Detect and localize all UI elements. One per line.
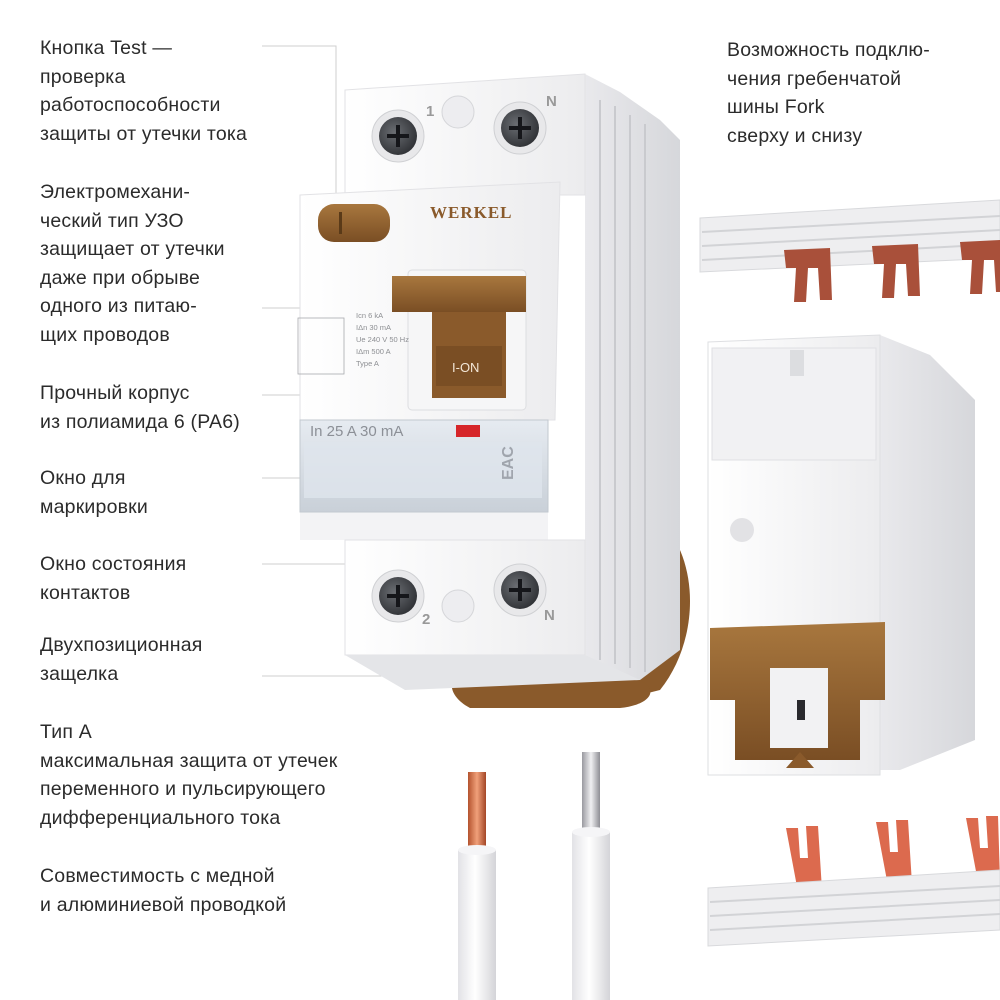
- fork-pin-top-1: [784, 248, 832, 302]
- busbar-top-body: [699, 199, 1000, 273]
- spec-line-1: Icn 6 kA: [356, 311, 383, 320]
- copper-cable-end: [458, 845, 496, 855]
- terminal-label-top-left: 1: [426, 103, 434, 120]
- label-electromechanical: Электромехани- ческий тип УЗО защищает о…: [40, 181, 225, 346]
- label-type-a: Тип А максимальная защита от утечек пере…: [40, 721, 338, 829]
- test-hole-bottom: [441, 589, 475, 623]
- leader-test: [262, 45, 337, 208]
- rear-top-slot: [790, 350, 804, 376]
- fork-busbar-top: [699, 199, 1000, 302]
- marking-text: In 25 A 30 mA: [310, 423, 403, 440]
- rear-hole: [730, 518, 754, 542]
- copper-cable-insulation: [458, 850, 496, 1000]
- aluminium-cable-end: [572, 827, 610, 837]
- test-button[interactable]: [318, 204, 390, 242]
- spec-line-3: Ue 240 V 50 Hz: [356, 335, 409, 344]
- spec-line-4: IΔm 500 A: [356, 347, 391, 356]
- cables: [458, 752, 610, 1000]
- fork-pin-top-2: [872, 244, 920, 298]
- rear-clip-arrow: [786, 752, 814, 768]
- rear-clip-slot: [797, 700, 805, 720]
- marking-strip: [304, 442, 542, 498]
- rcd-rear-view: [707, 334, 975, 776]
- switch-label: I-ON: [452, 360, 479, 375]
- circuit-diagram: [297, 317, 345, 375]
- aluminium-cable-insulation: [572, 832, 610, 1000]
- din-clip-bottom: [451, 680, 651, 708]
- terminal-label-top-right: N: [546, 93, 557, 110]
- terminal-label-bottom-right: N: [544, 607, 555, 624]
- fork-pin-top-3: [960, 240, 1000, 294]
- label-body: Прочный корпус из полиамида 6 (PA6): [40, 382, 240, 433]
- busbar-bottom-ribs: [709, 885, 1000, 931]
- fork-pin-bottom-2: [876, 820, 912, 886]
- toggle-lever-top[interactable]: [392, 276, 526, 312]
- bottom-base: [345, 655, 640, 690]
- label-test-button: Кнопка Test — проверка работоспособности…: [40, 37, 248, 145]
- rear-side: [880, 335, 975, 770]
- copper-conductor: [468, 772, 486, 854]
- spec-print: Icn 6 kA IΔn 30 mA Ue 240 V 50 Hz IΔm 50…: [297, 311, 409, 375]
- fork-pin-bottom-1: [786, 826, 822, 892]
- label-latch: Двухпозиционная защелка: [40, 634, 203, 685]
- label-contact-window: Окно состояния контактов: [40, 553, 187, 604]
- fork-busbar-bottom: [707, 816, 1000, 947]
- toggle-lever-face: [436, 346, 502, 386]
- spec-line-2: IΔn 30 mA: [356, 323, 391, 332]
- contact-state-indicator: [456, 425, 480, 437]
- busbar-top-ribs: [701, 215, 1000, 261]
- screw-slot-top-left: [387, 125, 409, 147]
- screw-slot-bottom-right: [509, 579, 531, 601]
- test-hole-top: [441, 95, 475, 129]
- screw-slot-top-right: [509, 117, 531, 139]
- label-marking-window: Окно для маркировки: [40, 467, 148, 518]
- cert-mark: EAC: [500, 446, 517, 480]
- device-side: [585, 74, 680, 680]
- test-button-line: [339, 212, 342, 234]
- label-fork: Возможность подклю- чения гребенчатой ши…: [727, 39, 930, 147]
- rcd-device: 1 N WERKEL I-ON Icn 6 kA IΔn 30 mA Ue 24…: [297, 73, 690, 708]
- fork-pin-bottom-3: [966, 816, 1000, 882]
- label-compatibility: Совместимость с медной и алюминиевой про…: [40, 865, 287, 916]
- terminal-label-bottom-left: 2: [422, 611, 430, 628]
- device-side-ribs: [599, 100, 646, 672]
- brand-logo: WERKEL: [430, 203, 513, 222]
- aluminium-conductor: [582, 752, 600, 836]
- screw-slot-bottom-left: [387, 585, 409, 607]
- spec-line-5: Type A: [356, 359, 379, 368]
